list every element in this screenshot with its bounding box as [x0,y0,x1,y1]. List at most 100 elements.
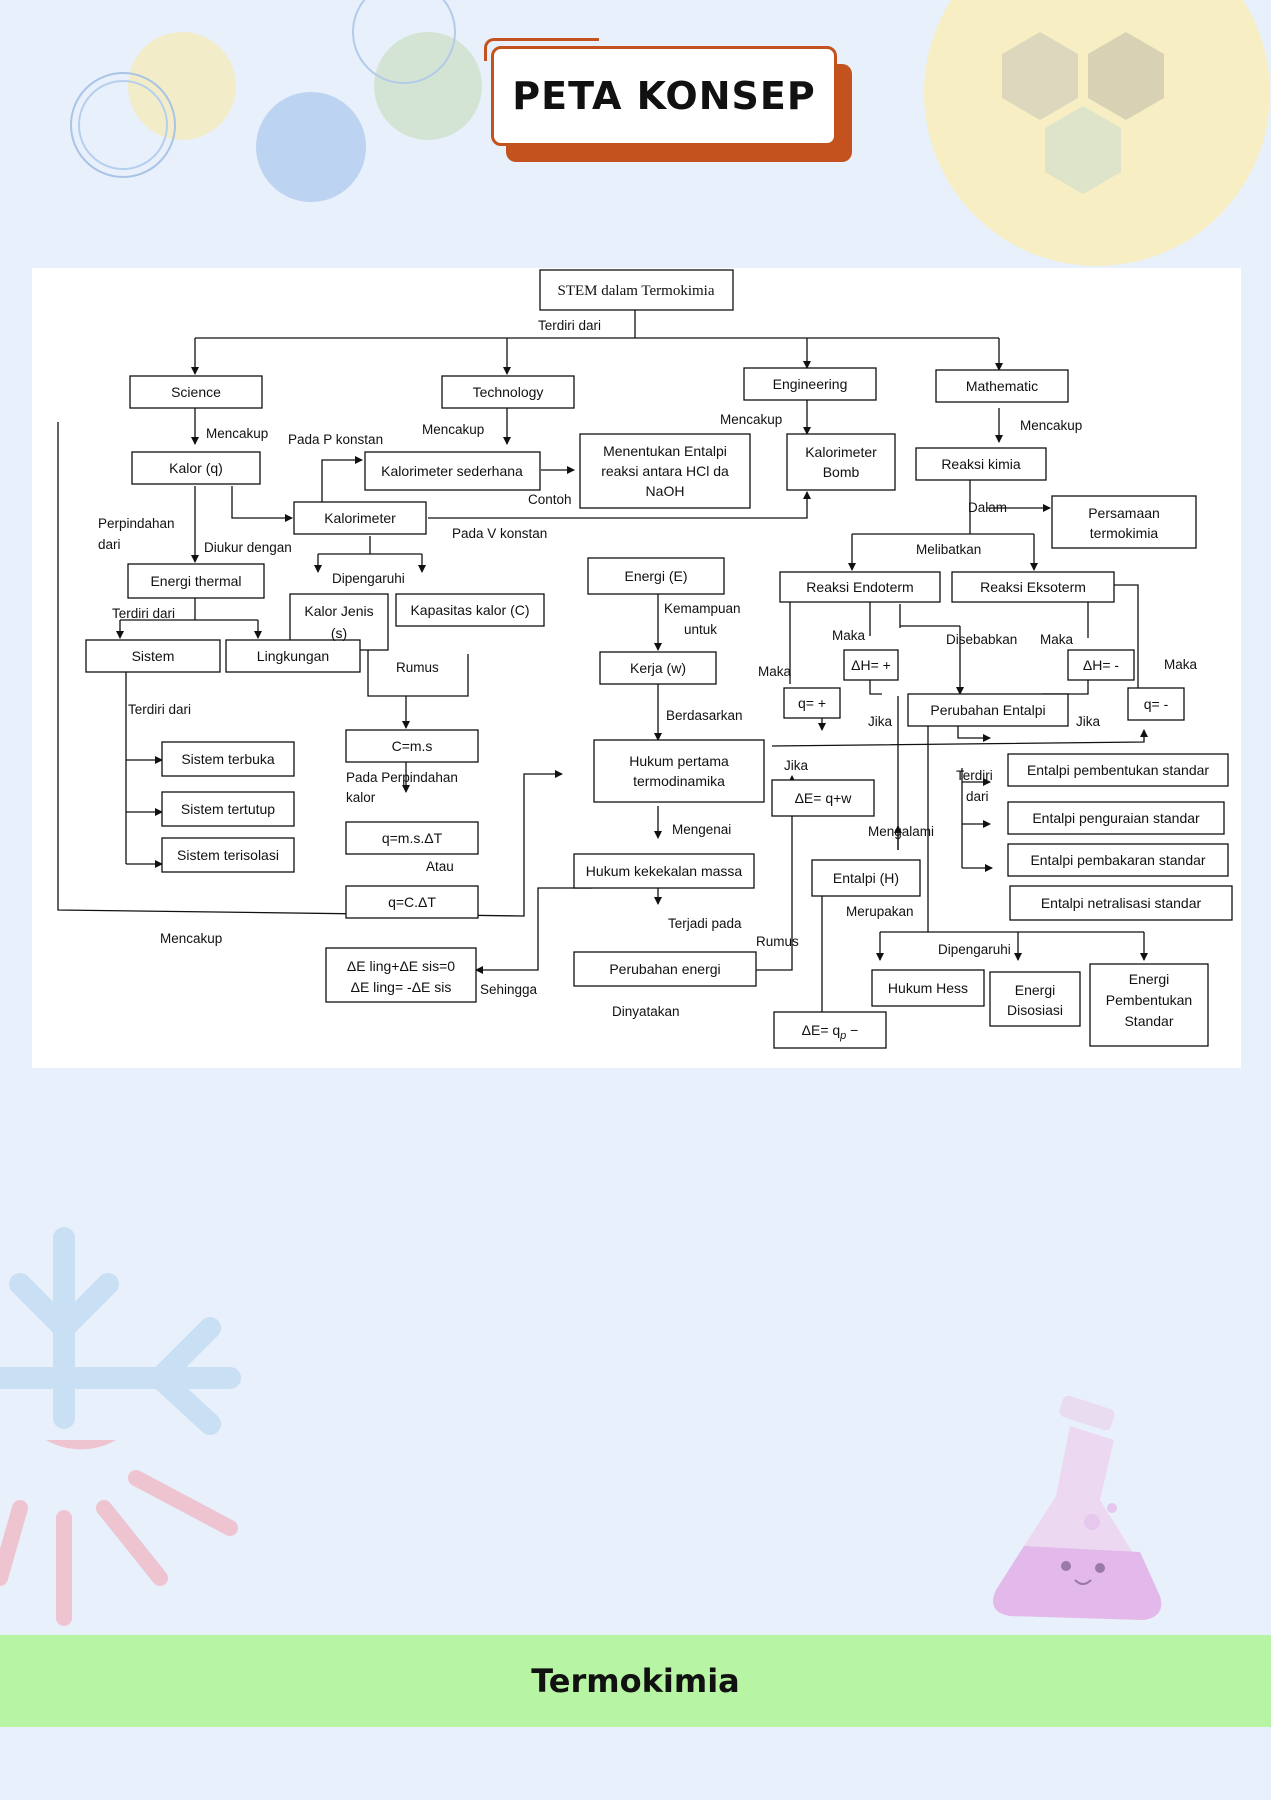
node-menentukan-entalpi [579,433,751,509]
node-sistem-text: Sistem [132,648,175,664]
label-dipengaruhi-2: Dipengaruhi [938,942,1011,957]
label-pada-perpindahan: Pada Perpindahan [346,770,458,785]
label-maka-4: Maka [1164,657,1198,672]
hexagon-molecule-icon [1002,32,1164,194]
node-entalpi-pembentukan-text: Entalpi pembentukan standar [1027,762,1209,778]
node-engineering-text: Engineering [773,376,848,392]
label-mencakup-tech: Mencakup [422,422,484,437]
node-q-msdt-text: q=m.s.ΔT [382,830,443,846]
node-q-cdt [345,885,479,919]
node-de-ling-sis-line2: ΔE ling= -ΔE sis [351,979,452,995]
label-terdiri-dari-3: Terdiri dari [128,702,191,717]
page-title: PETA KONSEP [512,74,816,118]
node-entalpi-pembentukan [1007,753,1229,787]
node-energi-pembentukan [1089,963,1209,1047]
label-sehingga: Sehingga [480,982,538,997]
flask-icon [993,1396,1162,1620]
node-entalpi-penguraian [1007,801,1225,835]
label-kemampuan: Kemampuan [664,601,741,616]
label-mencakup-sci: Mencakup [206,426,268,441]
node-perubahan-energi-text: Perubahan energi [609,961,720,977]
label-dari: dari [98,537,121,552]
node-hukum-pertama-line2: termodinamika [633,773,725,789]
node-energi-e-text: Energi (E) [624,568,687,584]
node-kerja [599,651,717,685]
node-hukum-pertama-line1: Hukum pertama [629,753,729,769]
decorative-circle-blue [256,92,366,202]
label-terdiri-dari-root: Terdiri dari [538,318,601,333]
label-melibatkan: Melibatkan [916,542,981,557]
label-terjadi-pada: Terjadi pada [668,916,742,931]
node-persamaan-termokimia-line1: Persamaan [1088,505,1160,521]
label-terdiri-4: Terdiri [956,768,993,783]
node-energi-pembentukan-line3: Standar [1124,1013,1173,1029]
node-dh-minus-text: ΔH= - [1083,657,1120,673]
node-kalor-jenis-line1: Kalor Jenis [304,603,373,619]
decorative-ring-left [70,72,176,178]
concept-map-panel: STEM dalam Termokimia Science Technology… [32,268,1241,1068]
snowflake-icon [0,1227,241,1626]
node-energi-thermal [127,563,265,599]
node-technology [441,375,575,409]
label-kalor: kalor [346,790,376,805]
label-mengalami: Mengalami [868,824,934,839]
node-reaksi-endoterm [779,571,941,603]
node-reaksi-eksoterm-text: Reaksi Eksoterm [980,579,1086,595]
node-q-minus [1127,687,1185,721]
node-kalorimeter-bomb [786,433,896,491]
node-de-qp-subscript: p [839,1030,846,1042]
concept-map: STEM dalam Termokimia Science Technology… [57,269,1233,1049]
node-reaksi-kimia [915,447,1047,481]
node-de-qp [773,1011,887,1049]
node-energi-disosiasi-line1: Energi [1015,982,1055,998]
label-dinyatakan: Dinyatakan [612,1004,680,1019]
node-q-cdt-text: q=C.ΔT [388,894,436,910]
node-kerja-text: Kerja (w) [630,660,686,676]
node-hukum-kekekalan-text: Hukum kekekalan massa [586,863,743,879]
node-kalor-jenis-line2: (s) [331,625,347,641]
node-dh-minus [1067,649,1135,681]
label-dipengaruhi-1: Dipengaruhi [332,571,405,586]
label-rumus-1: Rumus [396,660,439,675]
node-kapasitas-kalor [395,593,545,627]
label-rumus-2: Rumus [756,934,799,949]
node-de-qp-text: ΔE= qp − [802,1022,859,1042]
node-entalpi-h-text: Entalpi (H) [833,870,899,886]
label-atau: Atau [426,859,454,874]
node-entalpi-penguraian-text: Entalpi penguraian standar [1032,810,1200,826]
label-berdasarkan: Berdasarkan [666,708,743,723]
label-mencakup-bottom: Mencakup [160,931,222,946]
node-lingkungan-text: Lingkungan [257,648,329,664]
node-energi-disosiasi [989,971,1081,1027]
node-engineering [743,367,877,401]
label-disebabkan: Disebabkan [946,632,1017,647]
label-dari-4: dari [966,789,989,804]
label-merupakan: Merupakan [846,904,914,919]
label-jika-3: Jika [784,758,808,773]
footer-band: Termokimia [0,1635,1271,1727]
node-root-text: STEM dalam Termokimia [558,283,715,299]
label-untuk: untuk [684,622,717,637]
node-energi-thermal-text: Energi thermal [150,573,241,589]
node-kalorimeter-sederhana [364,451,541,491]
label-pada-v: Pada V konstan [452,526,547,541]
node-entalpi-h [811,859,921,897]
node-hukum-kekekalan [573,853,755,889]
node-entalpi-netralisasi [1009,885,1233,921]
title-card-tab [484,38,599,61]
label-terdiri-dari-2: Terdiri dari [112,606,175,621]
node-sistem-terisolasi [161,837,295,873]
node-sistem-tertutup-text: Sistem tertutup [181,801,275,817]
title-card: PETA KONSEP [491,46,837,146]
label-diukur-dengan: Diukur dengan [204,540,292,555]
label-mencakup-math: Mencakup [1020,418,1082,433]
node-de-qw [771,779,875,817]
node-mathematic [935,369,1069,403]
node-sistem-terisolasi-text: Sistem terisolasi [177,847,279,863]
node-q-minus-text: q= - [1144,696,1169,712]
node-dh-plus-text: ΔH= + [851,657,891,673]
node-kalorimeter-bomb-line2: Bomb [823,464,860,480]
decorative-ring-left-inner [78,80,168,170]
label-jika-1: Jika [868,714,892,729]
node-sistem [85,639,221,673]
